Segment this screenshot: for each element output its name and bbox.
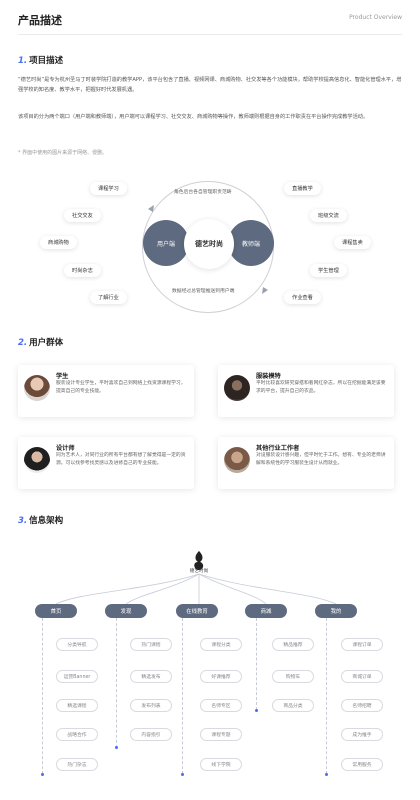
- arch-leaf: 热门杂志: [56, 758, 98, 771]
- arch-leaf: 名师招聘: [341, 699, 383, 712]
- tree-end-dot: [115, 746, 118, 749]
- arch-leaf: 常用服务: [341, 758, 383, 771]
- pill-teacher-feature: 班级交流: [310, 209, 347, 222]
- arch-leaf: 购物车: [272, 670, 314, 683]
- avatar: [224, 375, 250, 401]
- arch-node-mall: 商城: [245, 604, 287, 618]
- arch-leaf: 战略合作: [56, 728, 98, 741]
- persona-card-designer: 设计师 同为艺术人，对同行业的所有平台都有想了解觉得是一定的资源。可以找参考找灵…: [18, 437, 194, 489]
- section-title-text: 项目描述: [29, 56, 64, 66]
- tree-line: [116, 618, 117, 748]
- section-number: 2.: [18, 338, 28, 348]
- section-title-text: 用户群体: [29, 338, 64, 348]
- tree-end-dot: [325, 773, 328, 776]
- persona-card-student: 学生 服装设计专业学生，平时喜欢自己到网络上找资源课程学习，提高自己的专业技能。: [18, 365, 194, 417]
- arc-label-bottom: 数据经过总管理推送到用户端: [172, 289, 235, 294]
- persona-desc: 同为艺术人，对同行业的所有平台都有想了解觉得是一定的资源。可以找参考找灵感以及进…: [56, 453, 186, 467]
- avatar: [24, 375, 50, 401]
- tree-end-dot: [255, 709, 258, 712]
- arch-leaf: 内容指引: [130, 728, 172, 741]
- persona-desc: 对设服装设计感兴趣，但平时忙于工作。想有、专业的老师讲解和系统性的学习服装生设计…: [256, 453, 386, 467]
- arch-leaf: 分类导航: [56, 638, 98, 651]
- tree-line: [256, 618, 257, 710]
- image-source-note: * 界面中使用的图片来源于网络、侵删。: [18, 150, 108, 156]
- pill-user-feature: 社交交友: [64, 209, 101, 222]
- arch-leaf: 精选课程: [56, 699, 98, 712]
- arch-leaf: 精选发布: [130, 670, 172, 683]
- pill-teacher-feature: 课程售卖: [334, 236, 371, 249]
- section-users-title: 2.用户群体: [18, 336, 63, 348]
- arch-leaf: 课程专题: [200, 728, 242, 741]
- tree-line: [182, 618, 183, 774]
- section-number: 3.: [18, 516, 28, 526]
- arch-leaf: 发布列表: [130, 699, 172, 712]
- pill-user-feature: 商城购物: [40, 236, 77, 249]
- page-title: 产品描述: [18, 14, 62, 27]
- arch-leaf: 商品分类: [272, 699, 314, 712]
- tree-line: [326, 618, 327, 774]
- project-description: “德艺时尚”是专为杭州圣马丁时装学院打造的教学APP，该平台包含了直播、视频网课…: [18, 77, 402, 93]
- arch-leaf: 成为推手: [341, 728, 383, 741]
- arch-leaf: 课程订单: [341, 638, 383, 651]
- persona-desc: 平时比较喜欢研究穿搭和看网红杂志，所以在挖掘能满足该要求的平台，提升自己的衣品。: [256, 381, 386, 395]
- persona-name: 其他行业工作者: [256, 445, 300, 452]
- pill-user-feature: 时尚杂志: [64, 264, 101, 277]
- persona-name: 服装模特: [256, 373, 281, 380]
- pill-teacher-feature: 直播教学: [284, 182, 321, 195]
- header-divider: [18, 34, 402, 35]
- section-architecture-title: 3.信息架构: [18, 514, 63, 526]
- section-number: 1.: [18, 56, 28, 66]
- avatar: [24, 447, 50, 473]
- arch-leaf: 商城订单: [341, 670, 383, 683]
- pill-teacher-feature: 作业查看: [284, 291, 321, 304]
- tree-end-dot: [41, 773, 44, 776]
- brand-logo-icon: [194, 551, 204, 571]
- node-teacher-port: 教师端: [228, 220, 274, 266]
- pill-user-feature: 了解行业: [90, 291, 127, 304]
- persona-desc: 服装设计专业学生，平时喜欢自己到网络上找资源课程学习，提高自己的专业技能。: [56, 381, 186, 395]
- section-project-title: 1.项目描述: [18, 54, 63, 66]
- project-ports-description: 该项目的分为两个端口（用户端和教师端），用户端可以课程学习、社交交友、商城购物等…: [18, 114, 369, 120]
- tree-end-dot: [181, 773, 184, 776]
- pill-teacher-feature: 学生管理: [310, 264, 347, 277]
- page-subtitle-english: Product Overview: [349, 14, 402, 21]
- node-user-port: 用户端: [143, 220, 189, 266]
- arch-node-mine: 我的: [315, 604, 357, 618]
- persona-card-model: 服装模特 平时比较喜欢研究穿搭和看网红杂志，所以在挖掘能满足该要求的平台，提升自…: [218, 365, 394, 417]
- tree-connectors: [55, 573, 337, 605]
- arch-leaf: 精品推荐: [272, 638, 314, 651]
- page-header: 产品描述 Product Overview: [18, 12, 402, 36]
- arch-leaf: 名师专区: [200, 699, 242, 712]
- persona-name: 学生: [56, 373, 69, 380]
- tree-line: [42, 618, 43, 774]
- node-brand-center: 德艺时尚: [184, 219, 234, 269]
- arch-leaf: 热门课程: [130, 638, 172, 651]
- arch-leaf: 运营Banner: [56, 670, 98, 683]
- arc-label-top: 角色后台各自管理职责范畴: [174, 190, 232, 195]
- avatar: [224, 447, 250, 473]
- pill-user-feature: 课程学习: [90, 182, 127, 195]
- arch-leaf: 课程分类: [200, 638, 242, 651]
- persona-card-other: 其他行业工作者 对设服装设计感兴趣，但平时忙于工作。想有、专业的老师讲解和系统性…: [218, 437, 394, 489]
- section-title-text: 信息架构: [29, 516, 64, 526]
- arch-leaf: 线下学院: [200, 758, 242, 771]
- persona-name: 设计师: [56, 445, 75, 452]
- brand-logo-text: 德艺时尚: [189, 569, 209, 574]
- arch-leaf: 好课推荐: [200, 670, 242, 683]
- arrow-bottom-right: [262, 287, 268, 294]
- arch-node-home: 首页: [35, 604, 77, 618]
- arch-node-discover: 发现: [105, 604, 147, 618]
- arch-node-education: 在线教育: [176, 604, 218, 618]
